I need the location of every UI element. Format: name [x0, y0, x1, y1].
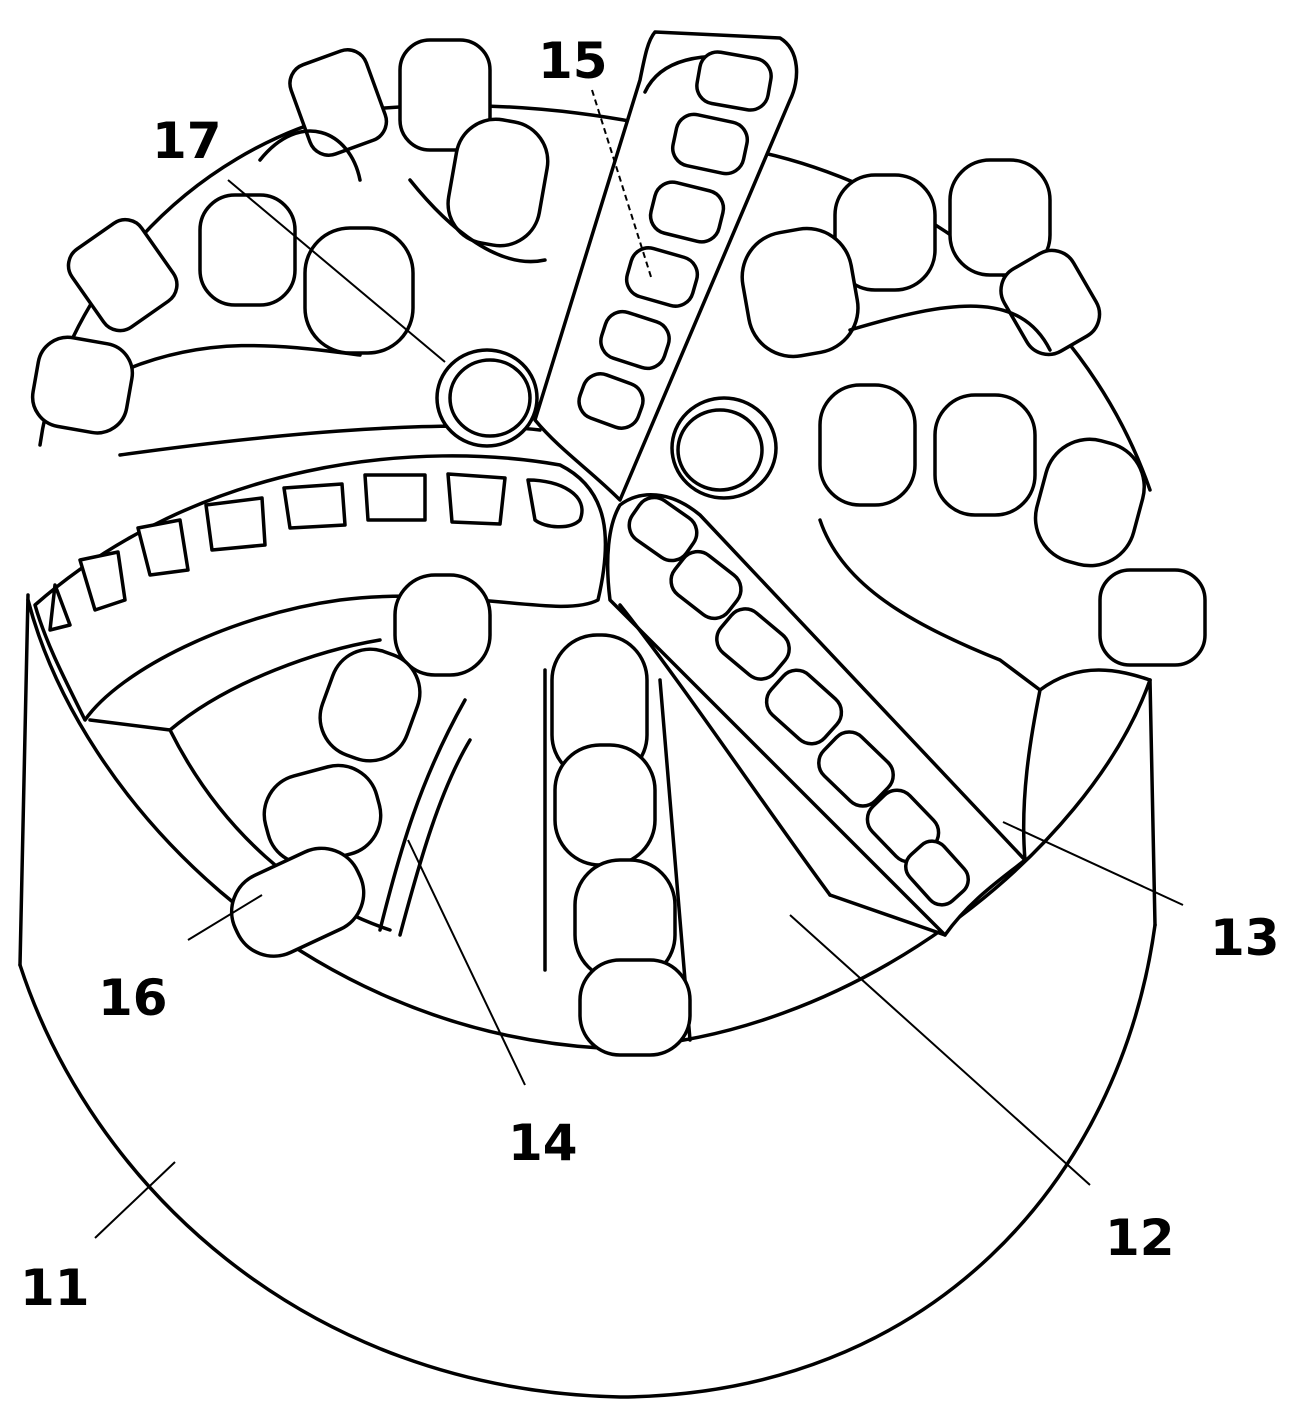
leader-17 [227, 179, 446, 363]
cutters-upper-right [740, 158, 1207, 667]
blade-top [533, 30, 799, 502]
nozzle-left [435, 348, 539, 448]
blade-left-inserts [48, 472, 584, 632]
leader-13 [1002, 821, 1184, 906]
label-13: 13 [1210, 909, 1280, 967]
leader-lines [94, 89, 1184, 1239]
blade-center [543, 633, 692, 1057]
reference-numerals: 11 12 13 14 15 16 17 [20, 32, 1280, 1317]
leader-15 [591, 89, 653, 281]
leader-12 [789, 914, 1091, 1186]
label-11: 11 [20, 1259, 90, 1317]
label-12: 12 [1105, 1209, 1175, 1267]
leader-16 [187, 894, 263, 941]
label-15: 15 [538, 32, 608, 90]
blade-right [605, 493, 1027, 937]
label-17: 17 [152, 112, 222, 170]
leader-14 [407, 839, 526, 1086]
nozzle-right [670, 396, 778, 500]
label-16: 16 [98, 969, 168, 1027]
cutters-upper-left [30, 38, 550, 435]
blade-lower-left [229, 573, 492, 958]
label-14: 14 [508, 1114, 578, 1172]
leader-11 [94, 1161, 176, 1239]
